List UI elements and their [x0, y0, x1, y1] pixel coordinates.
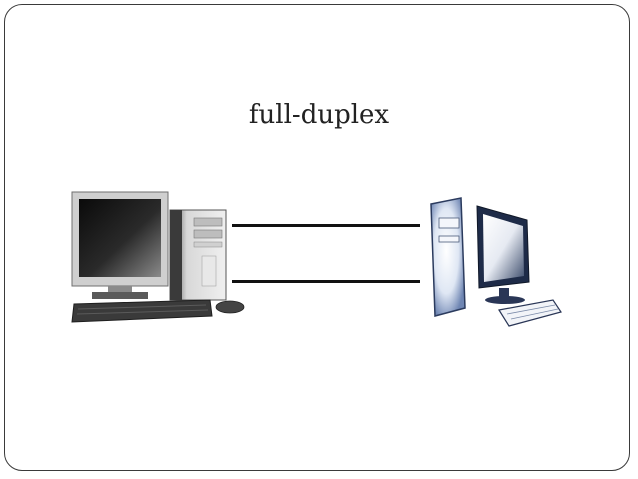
tower-case [430, 197, 466, 317]
monitor-base [92, 292, 148, 299]
tower-side [170, 210, 182, 300]
monitor-base [485, 296, 525, 304]
left-computer-icon [71, 191, 245, 323]
monitor-neck [108, 286, 132, 294]
front-panel [201, 255, 217, 287]
right-computer-icon [430, 197, 562, 327]
drive-bay-3 [193, 241, 223, 248]
drive-bay-2 [438, 235, 460, 243]
monitor-screen [79, 199, 161, 277]
mouse [215, 300, 245, 314]
link-line-bottom [232, 280, 420, 283]
link-line-top [232, 224, 420, 227]
monitor-screen [483, 214, 524, 282]
drive-bay-1 [193, 217, 223, 227]
slide-title: full-duplex [248, 100, 390, 130]
monitor-neck [499, 288, 509, 298]
drive-bay [438, 217, 460, 229]
drive-bay-2 [193, 229, 223, 239]
